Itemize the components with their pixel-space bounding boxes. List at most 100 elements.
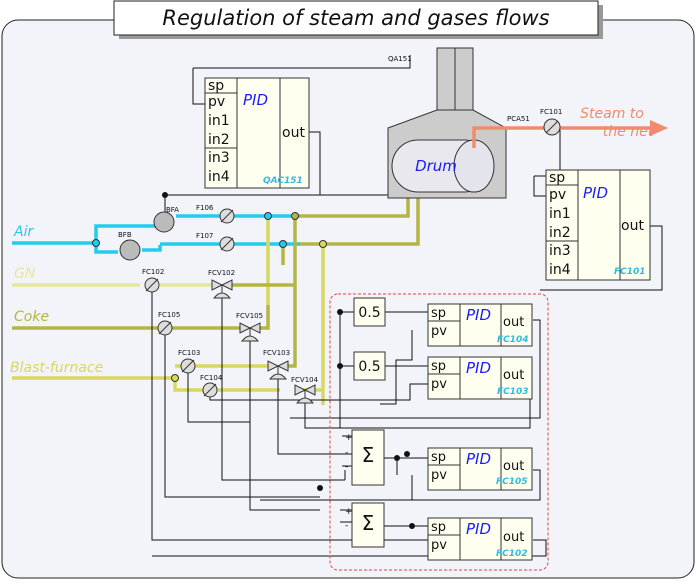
- fc101-pv: pv: [549, 187, 566, 203]
- flow-transmitter-f107[interactable]: F107: [196, 232, 235, 252]
- pid-block-fc104[interactable]: sp pv PID out FC104: [427, 303, 533, 347]
- flow-transmitter-fc101[interactable]: FC101: [540, 108, 562, 136]
- fan-bfa[interactable]: BFA: [153, 206, 179, 233]
- fc104-tag: FC104: [497, 335, 529, 345]
- fc101-title: PID: [583, 184, 608, 202]
- bfb-tag: BFB: [118, 231, 132, 239]
- pca51-tag: PCA51: [507, 115, 530, 123]
- fc105-tx-tag: FC105: [158, 311, 180, 319]
- analyzer-pca51: PCA51: [507, 115, 530, 123]
- fcv103-tag: FCV103: [263, 349, 290, 357]
- fc105-title: PID: [466, 450, 491, 468]
- fc101-in2: in2: [549, 225, 571, 241]
- boiler: Drum: [387, 47, 507, 199]
- gain-block-1[interactable]: 0.5: [353, 297, 386, 327]
- fc104-pv: pv: [431, 324, 447, 339]
- qac151-in1: in1: [208, 113, 230, 129]
- fc103-out: out: [503, 368, 524, 383]
- coke-label: Coke: [14, 309, 49, 325]
- title-box: Regulation of steam and gases flows: [113, 0, 603, 39]
- fc103-pv: pv: [431, 377, 447, 392]
- control-valve-fcv103[interactable]: FCV103: [263, 349, 290, 380]
- fcv102-tag: FCV102: [208, 269, 235, 277]
- flow-transmitter-f106[interactable]: F106: [196, 204, 235, 224]
- fc103-tx-tag: FC103: [178, 349, 200, 357]
- fc105-tag: FC105: [496, 477, 528, 487]
- gain-block-2[interactable]: 0.5: [353, 351, 386, 381]
- gn-label: GN: [14, 266, 36, 282]
- fc103-tag: FC103: [497, 387, 529, 397]
- air-label: Air: [13, 224, 34, 240]
- junction-dots: [162, 192, 415, 529]
- fc102-tx-tag: FC102: [142, 268, 164, 276]
- signal-lines: [151, 55, 663, 557]
- fc103-title: PID: [466, 359, 491, 377]
- control-valve-fcv104[interactable]: FCV104: [291, 376, 319, 404]
- bfa-tag: BFA: [166, 206, 179, 214]
- fc101-in4: in4: [549, 262, 571, 278]
- fc102-pv: pv: [431, 538, 447, 553]
- fc102-title: PID: [466, 520, 491, 538]
- steam-label-line2: the net: [603, 124, 654, 140]
- fc105-sp: sp: [431, 450, 446, 465]
- sum-block-1[interactable]: Σ + - -: [345, 429, 385, 486]
- f107-tag: F107: [196, 232, 213, 240]
- sum-1-sign-3: -: [345, 462, 348, 472]
- steam-line: Steam to the net: [472, 106, 668, 148]
- fcv104-tag: FCV104: [291, 376, 319, 384]
- fc101-in3: in3: [549, 243, 571, 259]
- pid-block-fc101[interactable]: sp pv in1 in2 in3 in4 out PID FC101: [545, 169, 651, 281]
- flow-transmitter-fc102[interactable]: FC102: [142, 268, 164, 293]
- pid-block-fc105[interactable]: sp pv PID out FC105: [427, 447, 533, 491]
- fc102-sp: sp: [431, 520, 446, 535]
- fc105-out: out: [503, 459, 524, 474]
- flow-transmitter-fc103[interactable]: FC103: [178, 349, 200, 374]
- f106-tag: F106: [196, 204, 214, 212]
- fc101-tx-tag: FC101: [540, 108, 562, 116]
- flow-transmitter-fc104[interactable]: FC104: [200, 374, 223, 398]
- pid-block-fc103[interactable]: sp pv PID out FC103: [427, 356, 533, 400]
- fc101-out: out: [621, 218, 644, 234]
- fc102-tag: FC102: [496, 549, 528, 559]
- fan-bfb[interactable]: BFB: [118, 231, 141, 261]
- diagram-title: Regulation of steam and gases flows: [162, 6, 549, 30]
- control-valve-fcv105[interactable]: FCV105: [236, 312, 263, 342]
- fc101-in1: in1: [549, 206, 571, 222]
- qa151-tag: QA151: [388, 55, 412, 63]
- control-valve-fcv102[interactable]: FCV102: [208, 269, 235, 299]
- qac151-in2: in2: [208, 132, 230, 148]
- qac151-in3: in3: [208, 150, 230, 166]
- pid-block-qac151[interactable]: sp pv in1 in2 in3 in4 out PID QAC151: [204, 77, 310, 189]
- sum-block-2[interactable]: Σ + -: [345, 502, 385, 548]
- sum-2-sign-1: +: [345, 507, 353, 517]
- analyzer-qa151: QA151: [388, 55, 412, 63]
- blast-furnace-label: Blast-furnace: [10, 360, 103, 376]
- fc101-sp: sp: [549, 170, 565, 186]
- sum-1-symbol: Σ: [362, 443, 375, 467]
- gain-1-value: 0.5: [358, 305, 380, 321]
- pipe-taps: [92, 212, 327, 382]
- stream-labels: Air GN Coke Blast-furnace: [10, 224, 103, 376]
- qac151-sp: sp: [208, 78, 224, 94]
- qac151-pv: pv: [208, 94, 225, 110]
- qac151-out: out: [282, 125, 305, 141]
- gain-2-value: 0.5: [358, 359, 380, 375]
- diagram-panel: [1, 19, 695, 579]
- control-group-frame: [329, 293, 549, 571]
- flow-transmitter-fc105[interactable]: FC105: [157, 311, 180, 336]
- qac151-tag: QAC151: [263, 176, 303, 186]
- pid-block-fc102[interactable]: sp pv PID out FC102: [427, 517, 533, 561]
- sum-1-sign-2: -: [345, 448, 348, 458]
- steam-label-line1: Steam to: [580, 106, 644, 122]
- fc104-title: PID: [466, 306, 491, 324]
- fcv105-tag: FCV105: [236, 312, 263, 320]
- fc104-tx-tag: FC104: [200, 374, 223, 382]
- fc104-sp: sp: [431, 306, 446, 321]
- sum-1-sign-1: +: [345, 433, 353, 443]
- sum-2-sign-2: -: [345, 521, 348, 531]
- valves: FCV102 FCV105 FCV103 FCV104: [208, 269, 319, 404]
- qac151-in4: in4: [208, 169, 230, 185]
- drum-label: Drum: [415, 157, 457, 175]
- transmitters: F106 F107 FC101 FC102 FC105 FC103: [142, 55, 562, 398]
